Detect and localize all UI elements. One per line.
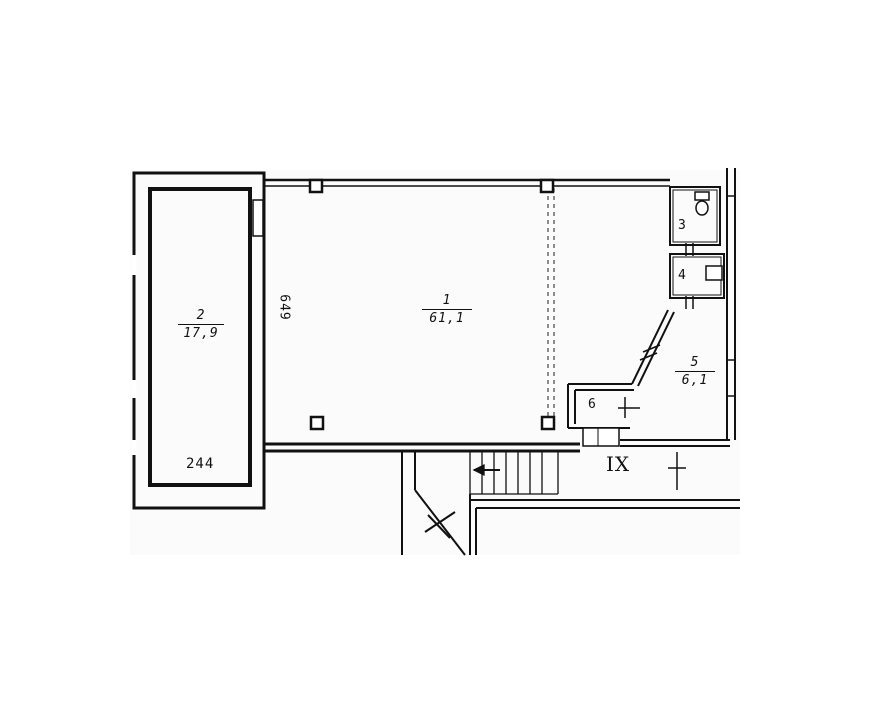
room-4-number: 4 bbox=[678, 268, 687, 283]
room-5-label: 5 6,1 bbox=[675, 355, 715, 388]
axis-label: IX bbox=[606, 452, 631, 476]
entry-step bbox=[582, 427, 620, 447]
room-1-number: 1 bbox=[422, 293, 472, 310]
right-exterior-wall bbox=[726, 168, 736, 440]
room-1-area: 61,1 bbox=[429, 311, 465, 326]
lower-outline bbox=[401, 452, 740, 556]
room-3-number: 3 bbox=[678, 218, 687, 233]
toilet-icon bbox=[694, 191, 710, 216]
room-1-label: 1 61,1 bbox=[422, 293, 472, 326]
room-5-area: 6,1 bbox=[681, 373, 709, 388]
room-5-number: 5 bbox=[675, 355, 715, 372]
room-1-walls bbox=[262, 178, 670, 453]
room-2-area: 17,9 bbox=[183, 326, 219, 341]
room-6-number: 6 bbox=[588, 397, 597, 412]
door-mark bbox=[639, 352, 658, 361]
room-3-walls bbox=[669, 186, 721, 246]
room-2-width-dimension: 244 bbox=[186, 456, 215, 472]
door-mark bbox=[642, 344, 661, 353]
sink-icon bbox=[705, 265, 723, 281]
room-1-height-dimension: 649 bbox=[276, 294, 292, 321]
room-2-number: 2 bbox=[178, 308, 224, 325]
staircase bbox=[469, 452, 559, 495]
room-2-label: 2 17,9 bbox=[178, 308, 224, 341]
wall-opening bbox=[252, 199, 264, 237]
axis-marker bbox=[668, 452, 686, 490]
columns bbox=[308, 178, 556, 431]
